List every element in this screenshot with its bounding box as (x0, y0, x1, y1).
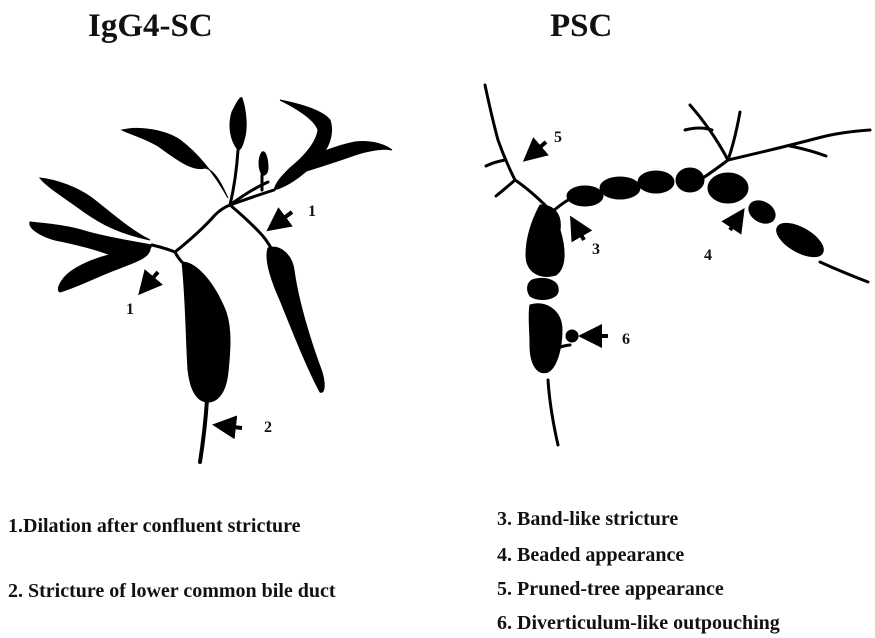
legend-item-4: 4. Beaded appearance (497, 544, 684, 567)
legend-item-5: 5. Pruned-tree appearance (497, 578, 724, 601)
arrow-1b (276, 212, 292, 224)
marker-1a: 1 (126, 301, 134, 318)
legend-item-2: 2. Stricture of lower common bile duct (8, 580, 336, 603)
marker-1b: 1 (308, 203, 316, 220)
legend-item-1: 1.Dilation after confluent stricture (8, 515, 301, 538)
igg4-sc-biliary-tree (30, 98, 392, 462)
marker-6: 6 (622, 331, 630, 348)
marker-3: 3 (592, 241, 600, 258)
marker-4: 4 (704, 247, 712, 264)
marker-2: 2 (264, 419, 272, 436)
legend-item-6: 6. Diverticulum-like outpouching (497, 612, 780, 635)
psc-biliary-tree (485, 85, 870, 445)
legend-item-3: 3. Band-like stricture (497, 508, 678, 531)
arrow-1a (146, 272, 158, 286)
marker-5: 5 (554, 129, 562, 146)
arrow-5 (532, 142, 546, 154)
arrow-2 (224, 426, 242, 428)
arrow-3 (576, 226, 584, 240)
arrow-4 (730, 218, 738, 230)
